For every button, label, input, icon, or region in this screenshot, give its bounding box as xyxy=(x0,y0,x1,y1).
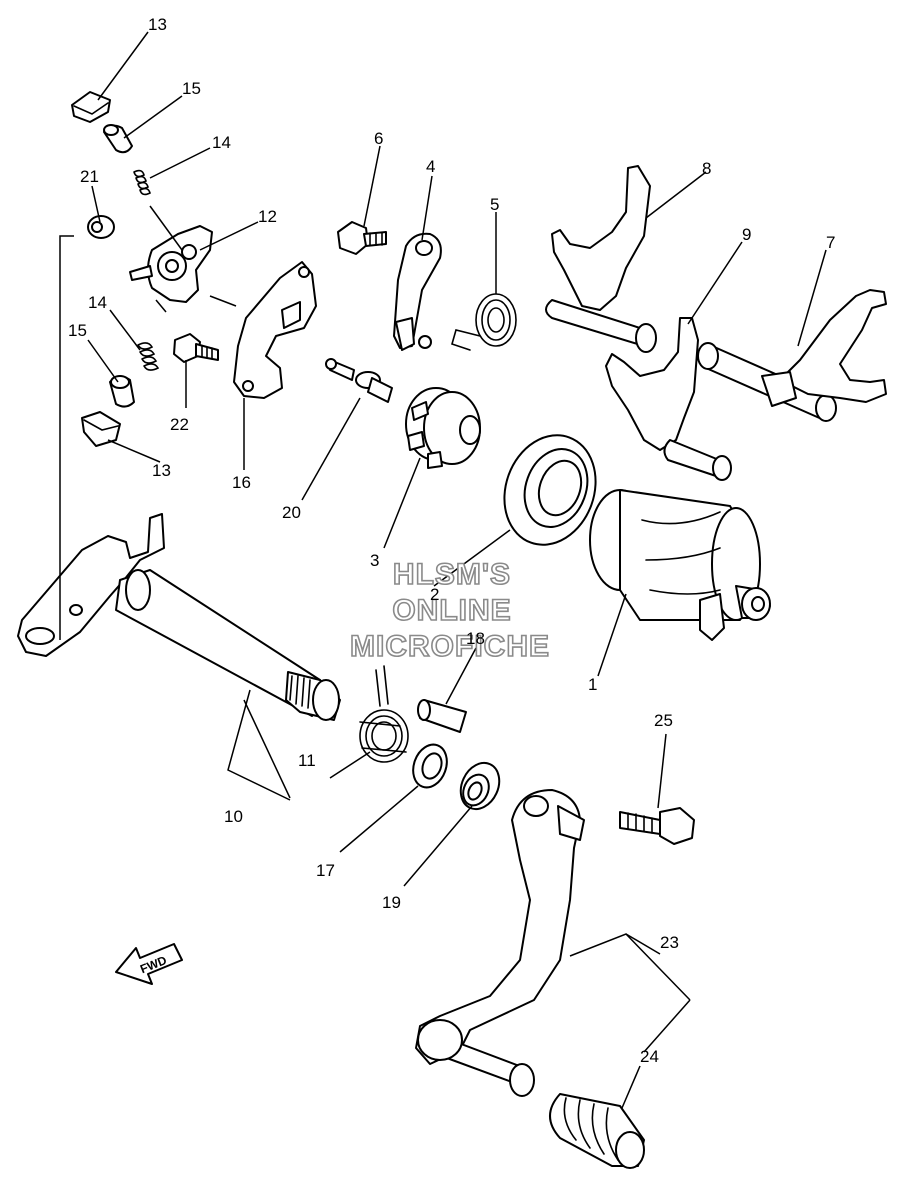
callout-23[interactable]: 23 xyxy=(660,933,679,952)
part-18-pin[interactable] xyxy=(417,699,467,733)
part-14-spring-top[interactable] xyxy=(133,169,151,196)
watermark: HLSM'S ONLINE MICROFICHE xyxy=(349,557,550,664)
part-2-bearing[interactable] xyxy=(490,422,611,557)
fwd-arrow: FWD xyxy=(115,943,183,985)
callout-15-lower[interactable]: 15 xyxy=(68,321,87,340)
callout-9[interactable]: 9 xyxy=(742,225,751,244)
part-9-shift-fork[interactable] xyxy=(605,317,732,481)
callout-21[interactable]: 21 xyxy=(80,167,99,186)
part-15-pin-lower[interactable] xyxy=(109,375,135,408)
callout-13-top[interactable]: 13 xyxy=(148,15,167,34)
part-13-key-top[interactable] xyxy=(71,91,111,123)
callout-22[interactable]: 22 xyxy=(170,415,189,434)
part-3-segment[interactable] xyxy=(405,387,481,469)
part-24-pedal-rubber[interactable] xyxy=(549,1093,645,1169)
watermark-line3: MICROFICHE xyxy=(350,630,550,663)
leader-lines xyxy=(59,31,827,1109)
callout-25[interactable]: 25 xyxy=(654,711,673,730)
callout-5[interactable]: 5 xyxy=(490,195,499,214)
callout-14-top[interactable]: 14 xyxy=(212,133,231,152)
callout-18[interactable]: 18 xyxy=(466,629,485,648)
callout-17[interactable]: 17 xyxy=(316,861,335,880)
callout-1[interactable]: 1 xyxy=(588,675,597,694)
callout-10[interactable]: 10 xyxy=(224,807,243,826)
callout-24[interactable]: 24 xyxy=(640,1047,659,1066)
part-17-washer[interactable] xyxy=(407,740,452,792)
part-21-washer[interactable] xyxy=(87,215,115,239)
callout-15-top[interactable]: 15 xyxy=(182,79,201,98)
part-19-seal[interactable] xyxy=(454,757,507,816)
part-7-shift-fork[interactable] xyxy=(697,289,887,422)
part-12-stopper-lever[interactable] xyxy=(129,225,213,303)
callout-19[interactable]: 19 xyxy=(382,893,401,912)
callout-12[interactable]: 12 xyxy=(258,207,277,226)
part-10-shift-shaft[interactable] xyxy=(17,513,341,721)
callout-3[interactable]: 3 xyxy=(370,551,379,570)
part-5-spring[interactable] xyxy=(451,293,517,351)
callout-11[interactable]: 11 xyxy=(298,751,316,770)
part-20-pin[interactable] xyxy=(325,358,393,403)
part-11-spring[interactable] xyxy=(359,665,409,763)
callout-2[interactable]: 2 xyxy=(430,585,439,604)
part-16-plate[interactable] xyxy=(233,261,317,399)
part-14-spring-lower[interactable] xyxy=(137,342,160,371)
callout-8[interactable]: 8 xyxy=(702,159,711,178)
watermark-line2: ONLINE xyxy=(392,594,511,627)
callout-4[interactable]: 4 xyxy=(426,157,435,176)
callout-16[interactable]: 16 xyxy=(232,473,251,492)
part-4-lever[interactable] xyxy=(393,232,442,351)
callout-14-lower[interactable]: 14 xyxy=(88,293,107,312)
part-23-shift-pedal[interactable] xyxy=(415,789,585,1097)
part-6-bolt[interactable] xyxy=(337,221,387,255)
part-1-shift-drum[interactable] xyxy=(589,489,771,641)
part-13-key-lower[interactable] xyxy=(81,411,121,447)
part-25-bolt[interactable] xyxy=(619,807,695,845)
part-15-pin-top[interactable] xyxy=(103,124,133,154)
callout-numbers: 13 15 14 21 12 14 15 22 13 16 6 4 5 20 3… xyxy=(68,15,835,1066)
part-8-shift-fork[interactable] xyxy=(545,165,657,353)
callout-6[interactable]: 6 xyxy=(374,129,383,148)
watermark-line1: HLSM'S xyxy=(393,558,511,591)
part-22-bolt[interactable] xyxy=(173,333,219,363)
callout-20[interactable]: 20 xyxy=(282,503,301,522)
callout-13-lower[interactable]: 13 xyxy=(152,461,171,480)
callout-7[interactable]: 7 xyxy=(826,233,835,252)
